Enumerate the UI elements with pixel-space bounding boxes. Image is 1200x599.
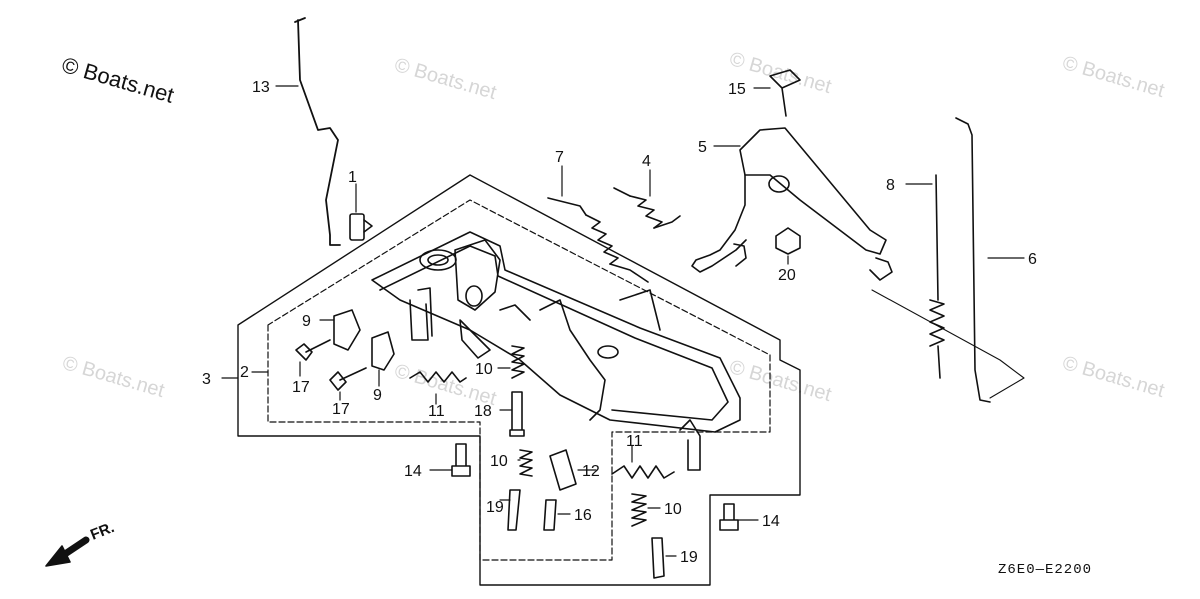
callout-15: 15 xyxy=(728,81,746,98)
group-outline-2 xyxy=(267,199,771,561)
callout-19a: 19 xyxy=(486,499,504,516)
callout-20: 20 xyxy=(778,267,796,284)
bolt-17b xyxy=(329,367,367,391)
callout-11b: 11 xyxy=(626,433,643,450)
callout-16: 16 xyxy=(574,507,592,524)
callout-8: 8 xyxy=(886,177,895,194)
callout-11a: 11 xyxy=(428,403,445,420)
callout-4: 4 xyxy=(642,153,651,170)
rod-outline xyxy=(871,289,1025,399)
callout-5: 5 xyxy=(698,139,707,156)
spring-4 xyxy=(613,187,681,229)
bolt-14a xyxy=(451,443,471,477)
callout-9a: 9 xyxy=(302,313,311,330)
group-outline-3 xyxy=(237,174,801,586)
screw-18 xyxy=(509,391,525,437)
spring-11a xyxy=(409,371,467,383)
callout-3: 3 xyxy=(202,371,211,388)
control-plate xyxy=(371,231,741,471)
callout-10b: 10 xyxy=(490,453,508,470)
callout-7: 7 xyxy=(555,149,564,166)
bolt-17a xyxy=(295,339,331,361)
choke-rod xyxy=(955,117,991,403)
spring-11b xyxy=(611,465,675,479)
callout-12: 12 xyxy=(582,463,600,480)
clip-9b xyxy=(371,331,395,371)
spring-10b xyxy=(519,449,533,477)
lever-bracket xyxy=(691,127,893,281)
spring-10c xyxy=(631,493,647,527)
screw-19b xyxy=(651,537,665,579)
bolt-14b xyxy=(719,503,739,531)
governor-rod xyxy=(297,19,341,246)
callout-1: 1 xyxy=(348,169,357,186)
diagram-code: Z6E0—E2200 xyxy=(997,562,1092,578)
callout-17a: 17 xyxy=(292,379,310,396)
callout-10a: 10 xyxy=(475,361,493,378)
callout-14b: 14 xyxy=(762,513,780,530)
leader-lines xyxy=(221,85,1025,557)
sleeve-12 xyxy=(549,449,577,491)
bolt-16 xyxy=(543,499,557,531)
callout-13: 13 xyxy=(252,79,270,96)
callout-6: 6 xyxy=(1028,251,1037,268)
callout-9b: 9 xyxy=(373,387,382,404)
screw-19a xyxy=(507,489,521,531)
callout-10c: 10 xyxy=(664,501,682,518)
callout-17b: 17 xyxy=(332,401,350,418)
rod-clip xyxy=(349,213,365,241)
knob-15 xyxy=(769,69,801,117)
spring-10a xyxy=(511,345,525,379)
flange-nut xyxy=(775,227,801,255)
front-arrow-icon xyxy=(45,536,90,567)
callout-14a: 14 xyxy=(404,463,422,480)
rod-8 xyxy=(929,174,945,379)
clip-9a xyxy=(333,309,361,351)
callout-19b: 19 xyxy=(680,549,698,566)
callout-18: 18 xyxy=(474,403,492,420)
spring-7 xyxy=(547,197,649,283)
callout-2: 2 xyxy=(240,364,249,381)
